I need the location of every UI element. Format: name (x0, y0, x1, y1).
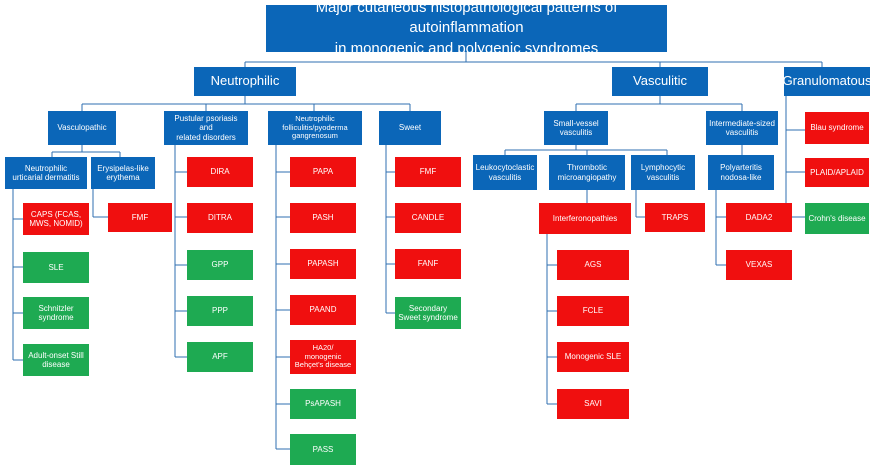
subgroup-polyarteritis-nodosa-like: Polyarteritis nodosa-like (708, 155, 774, 190)
subgroup-lymphocytic-vasculitis: Lymphocytic vasculitis (631, 155, 695, 190)
group-sweet: Sweet (379, 111, 441, 145)
group-vasculopathic: Vasculopathic (48, 111, 116, 145)
disease-fmf-sweet: FMF (395, 157, 461, 187)
disease-apf: APF (187, 342, 253, 372)
disease-monogenic-sle: Monogenic SLE (557, 342, 629, 372)
category-vasculitic: Vasculitic (612, 67, 708, 96)
disease-ags: AGS (557, 250, 629, 280)
disease-traps: TRAPS (645, 203, 705, 232)
subgroup-interferonopathies: Interferonopathies (539, 203, 631, 234)
disease-secondary-sweet: Secondary Sweet syndrome (395, 297, 461, 329)
disease-ditra: DITRA (187, 203, 253, 233)
disease-vexas: VEXAS (726, 250, 792, 280)
disease-blau-syndrome: Blau syndrome (805, 112, 869, 144)
disease-papash: PAPASH (290, 249, 356, 279)
subgroup-leukocytoclastic-vasculitis: Leukocytoclastic vasculitis (473, 155, 537, 190)
disease-schnitzler-syndrome: Schnitzler syndrome (23, 297, 89, 329)
disease-plaid-aplaid: PLAID/APLAID (805, 158, 869, 187)
disease-ppp: PPP (187, 296, 253, 326)
disease-gpp: GPP (187, 250, 253, 280)
subgroup-erysipelas-like-erythema: Erysipelas-like erythema (91, 157, 155, 189)
disease-sle: SLE (23, 252, 89, 283)
disease-caps: CAPS (FCAS, MWS, NOMID) (23, 203, 89, 235)
disease-ha20-behcet: HA20/ monogenic Behçet's disease (290, 340, 356, 374)
group-intermediate-vasculitis: Intermediate-sized vasculitis (706, 111, 778, 145)
category-neutrophilic: Neutrophilic (194, 67, 296, 96)
disease-dada2: DADA2 (726, 203, 792, 232)
disease-crohns: Crohn's disease (805, 203, 869, 234)
disease-psapash: PsAPASH (290, 389, 356, 419)
group-neutrophilic-folliculitis: Neutrophilic folliculitis/pyoderma gangr… (268, 111, 362, 145)
disease-pass: PASS (290, 434, 356, 465)
diagram-title: Major cutaneous histopathological patter… (266, 0, 667, 57)
disease-papa: PAPA (290, 157, 356, 187)
subgroup-thrombotic-microangiopathy: Thrombotic microangiopathy (549, 155, 625, 190)
disease-fcle: FCLE (557, 296, 629, 326)
disease-savi: SAVI (557, 389, 629, 419)
disease-candle: CANDLE (395, 203, 461, 233)
category-granulomatous: Granulomatous (783, 67, 871, 96)
disease-dira: DIRA (187, 157, 253, 187)
disease-pash: PASH (290, 203, 356, 233)
disease-paand: PAAND (290, 295, 356, 325)
group-pustular-psoriasis: Pustular psoriasis and related disorders (164, 111, 248, 145)
group-small-vessel-vasculitis: Small-vessel vasculitis (544, 111, 608, 145)
disease-adult-onset-still: Adult-onset Still disease (23, 344, 89, 376)
disease-fanf: FANF (395, 249, 461, 279)
disease-fmf-erysipelas: FMF (108, 203, 172, 232)
subgroup-urticarial-dermatitis: Neutrophilic urticarial dermatitis (5, 157, 87, 189)
